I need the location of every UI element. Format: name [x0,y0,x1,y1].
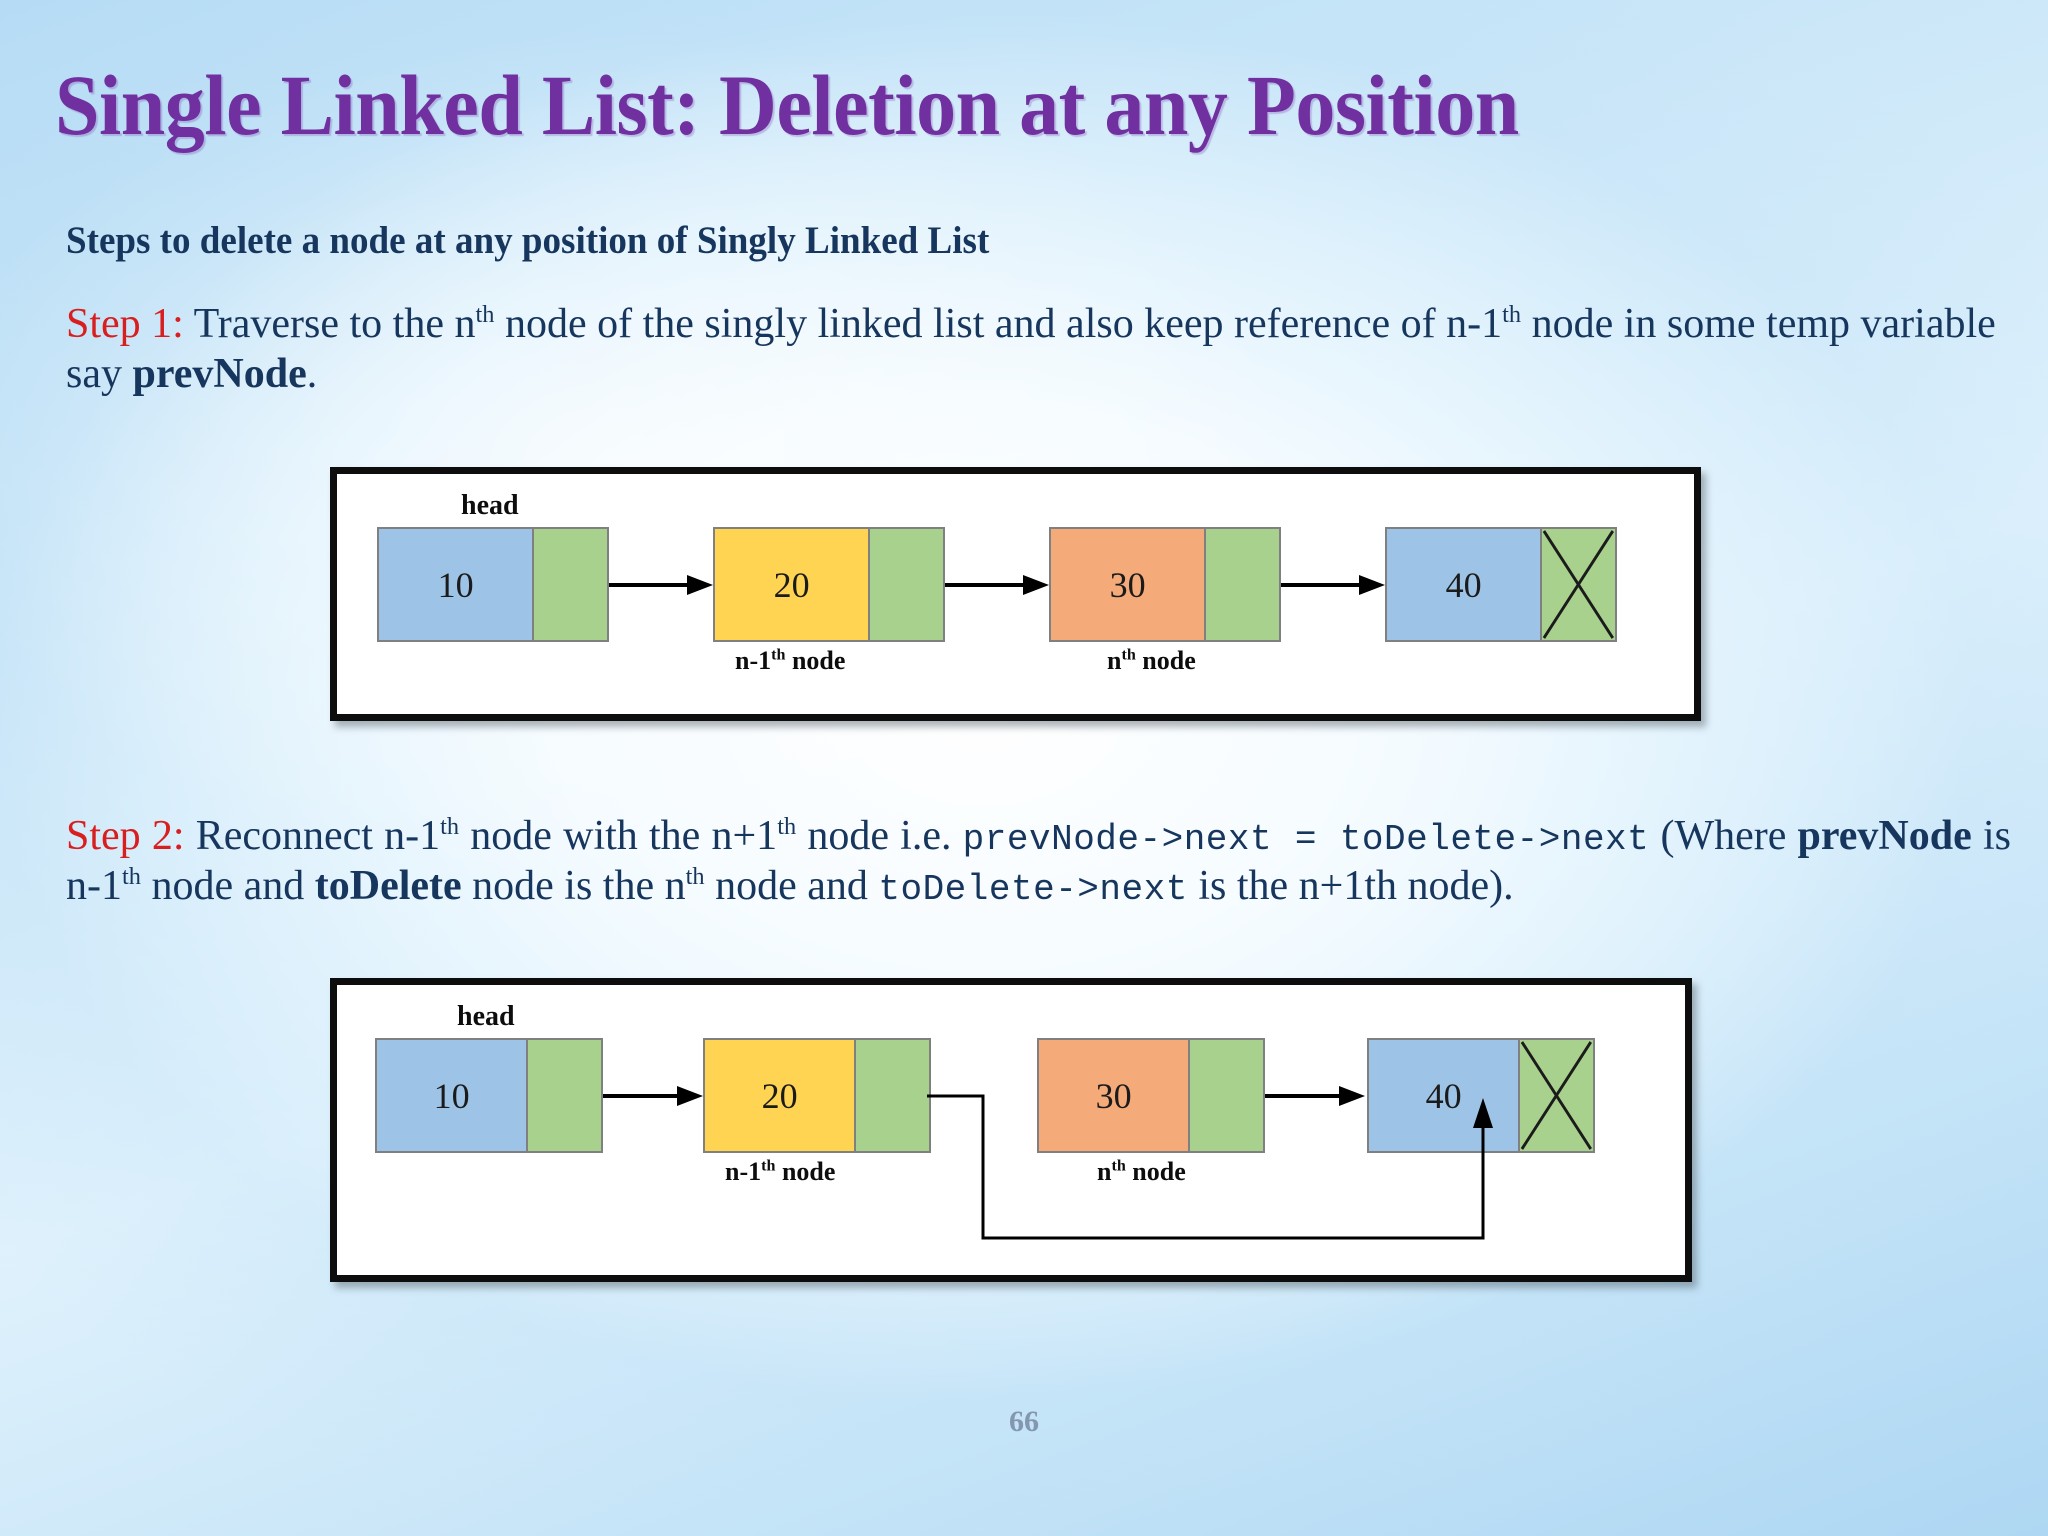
step-1-text-1: Traverse to the n [183,301,476,347]
step-2-text-4: (Where [1649,813,1798,859]
linked-list-diagram-step-1: head 10 20 n-1th node 30 [330,467,1701,721]
step-2-label: Step 2: [66,813,185,859]
step-2-todelete-term: toDelete [314,862,462,909]
node-2-caption-tail: node [785,646,846,675]
step-2-code-1: prevNode->next = toDelete->next [962,819,1650,860]
step-1-text-3: node in some temp variable say [66,301,1996,397]
linked-list-diagram-step-2: head 10 20 n-1th node 30 nth node [330,978,1692,1282]
pointer-arrow-3 [1281,574,1385,596]
page-title: Single Linked List: Deletion at any Posi… [55,57,1519,153]
step-2-text-7: node is the n [461,862,686,909]
node2-3-caption-sup: th [1111,1157,1126,1175]
head-pointer-label: head [461,490,519,521]
step-2-text-5: is n-1 [66,813,2011,909]
node-3-caption-tail: node [1135,646,1196,675]
pointer-arrow2-1 [603,1085,703,1107]
node2-4-data: 40 [1369,1040,1519,1151]
step-1-sup-2: th [1502,301,1522,328]
node2-2-caption-tail: node [775,1157,836,1186]
node2-2-caption-main: n-1 [725,1157,762,1186]
null-cross-icon-2 [1520,1040,1593,1151]
node-3-next-pointer [1204,529,1279,640]
step-2-prevnode-term: prevNode [1797,813,1972,859]
node2-2-caption-sup: th [761,1157,776,1175]
null-cross-icon [1542,529,1615,640]
node2-2-data: 20 [705,1040,855,1151]
node2-3-caption-main: n [1097,1157,1112,1186]
node-1[interactable]: 10 [377,527,609,642]
page-number: 66 [1009,1405,1039,1438]
head-pointer-label-2: head [457,1001,515,1032]
node2-3-next-pointer [1188,1040,1263,1151]
node-3-caption-main: n [1107,646,1122,675]
step-2-sup-4: th [685,862,705,890]
step-2-text-2: node with the n+1 [459,813,778,859]
node2-1-next-pointer [526,1040,601,1151]
node2-3[interactable]: 30 [1037,1038,1265,1153]
step-2-paragraph: Step 2: Reconnect n-1th node with the n+… [66,812,2011,911]
step-2-text-3: node i.e. [796,813,963,859]
diagram-2-canvas: head 10 20 n-1th node 30 nth node [337,985,1685,1275]
step-2-sup-1: th [440,813,460,840]
node-2-caption: n-1th node [735,646,845,676]
node-4-null-pointer [1540,529,1615,640]
step-1-sup-1: th [475,301,495,328]
node-2-data: 20 [715,529,869,640]
node-2-caption-main: n-1 [735,646,772,675]
node2-2-next-pointer [854,1040,929,1151]
pointer-arrow-2 [945,574,1049,596]
node-2[interactable]: 20 [713,527,945,642]
node-3[interactable]: 30 [1049,527,1281,642]
step-2-text-1: Reconnect n-1 [184,813,441,859]
step-2-text-9: is the n+1th node). [1187,862,1514,909]
step-1-label: Step 1: [66,301,184,347]
diagram-1-canvas: head 10 20 n-1th node 30 [337,474,1694,714]
pointer-arrow2-3 [1265,1085,1365,1107]
step-2-text-8: node and [704,862,879,909]
node-4-data: 40 [1387,529,1541,640]
pointer-arrow-1 [609,574,713,596]
node-1-data: 10 [379,529,533,640]
node2-3-caption-tail: node [1125,1157,1186,1186]
node-3-caption-sup: th [1121,646,1136,664]
node-3-data: 30 [1051,529,1205,640]
node2-2-caption: n-1th node [725,1157,835,1187]
subtitle-heading: Steps to delete a node at any position o… [66,219,990,262]
node-4[interactable]: 40 [1385,527,1617,642]
node2-1[interactable]: 10 [375,1038,603,1153]
node2-1-data: 10 [377,1040,527,1151]
node2-4[interactable]: 40 [1367,1038,1595,1153]
node2-2[interactable]: 20 [703,1038,931,1153]
node-2-next-pointer [868,529,943,640]
step-2-text-6: node and [140,862,315,909]
node-2-caption-sup: th [771,646,786,664]
reconnect-elbow-arrow [927,1080,1547,1265]
step-2-sup-2: th [777,813,797,840]
step-1-prevnode-term: prevNode [132,350,307,397]
step-1-text-4: . [306,350,318,397]
node2-3-caption: nth node [1097,1157,1186,1187]
node2-4-null-pointer [1518,1040,1593,1151]
step-1-paragraph: Step 1: Traverse to the nth node of the … [66,300,2001,399]
node-3-caption: nth node [1107,646,1196,676]
step-1-text-2: node of the singly linked list and also … [494,301,1503,347]
step-2-sup-3: th [122,862,141,890]
node2-3-data: 30 [1039,1040,1189,1151]
node-1-next-pointer [532,529,607,640]
step-2-code-2: toDelete->next [878,868,1188,910]
